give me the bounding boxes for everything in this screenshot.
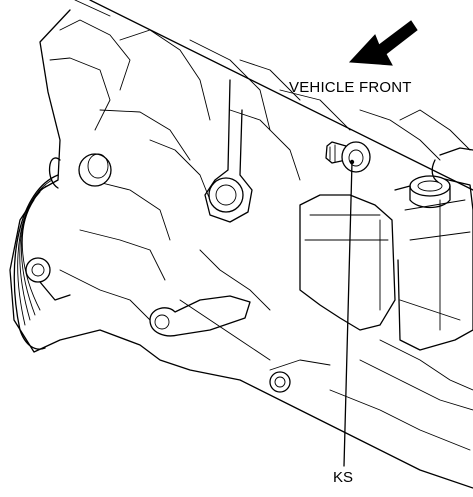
vehicle-front-label: VEHICLE FRONT: [289, 79, 412, 96]
pulley-edge: [13, 174, 59, 350]
lower-center-boss: [269, 371, 291, 393]
block-top-edge: [89, 0, 473, 191]
ks-leader-line: [343, 161, 353, 467]
direction-arrow-icon: [348, 20, 418, 66]
block-left-outline: [9, 9, 473, 489]
mount-ear: [149, 295, 251, 337]
filler-cap: [409, 175, 451, 197]
right-housing: [394, 177, 473, 351]
bracket-block: [299, 194, 396, 331]
lower-left-boss: [25, 257, 51, 283]
knock-sensor: [325, 141, 371, 173]
ks-label: KS: [333, 469, 354, 486]
left-boss: [78, 153, 112, 187]
center-boss-outline: [204, 79, 253, 223]
center-boss: [208, 177, 244, 213]
